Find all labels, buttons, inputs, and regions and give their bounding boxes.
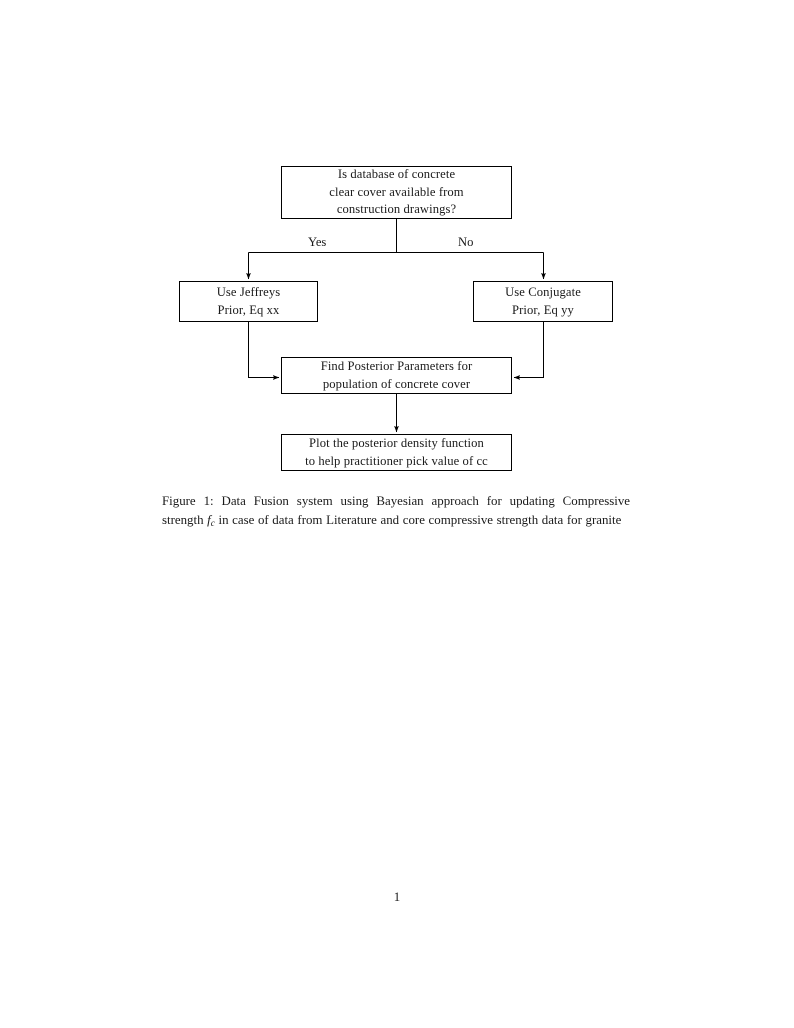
node-decision-line-2: clear cover available from: [329, 184, 464, 199]
flowchart-node-jeffreys-prior: Use Jeffreys Prior, Eq xx: [179, 281, 318, 322]
edge-label-no: No: [458, 235, 474, 249]
caption-text-after-math: in case of data from Literature and core…: [214, 513, 622, 528]
node-decision-line-1: Is database of concrete: [337, 167, 456, 182]
flowchart-node-find-posterior: Find Posterior Parameters for population…: [281, 357, 512, 394]
node-posterior-line-1: Find Posterior Parameters for: [320, 359, 473, 373]
node-plot-line-2: to help practitioner pick value of cc: [305, 453, 488, 468]
caption-math-base: f: [207, 513, 211, 528]
caption-label: Figure 1:: [162, 494, 214, 508]
node-jeffreys-line-2: Prior, Eq xx: [217, 302, 280, 317]
caption-math-subscript: c: [210, 519, 215, 530]
edge-label-yes: Yes: [308, 235, 327, 249]
node-posterior-line-2: population of concrete cover: [322, 376, 471, 391]
flowchart-connectors: [246, 219, 546, 433]
page-number: 1: [393, 890, 401, 904]
figure-flowchart: Is database of concrete clear cover avai…: [0, 0, 794, 490]
node-decision-line-3: construction drawings?: [336, 202, 457, 217]
caption-text-before-math: Data Fusion system using Bayesian approa…: [162, 494, 630, 528]
flowchart-node-decision: Is database of concrete clear cover avai…: [281, 166, 512, 219]
node-conjugate-line-1: Use Conjugate: [505, 285, 581, 299]
caption-math-variable: fc: [207, 513, 215, 530]
node-jeffreys-line-1: Use Jeffreys: [216, 285, 281, 299]
node-conjugate-line-2: Prior, Eq yy: [512, 302, 574, 317]
flowchart-node-conjugate-prior: Use Conjugate Prior, Eq yy: [473, 281, 613, 322]
flowchart-node-plot-density: Plot the posterior density function to h…: [281, 434, 512, 471]
node-plot-line-1: Plot the posterior density function: [309, 436, 484, 450]
figure-caption: Figure 1: Data Fusion system using Bayes…: [162, 492, 630, 535]
